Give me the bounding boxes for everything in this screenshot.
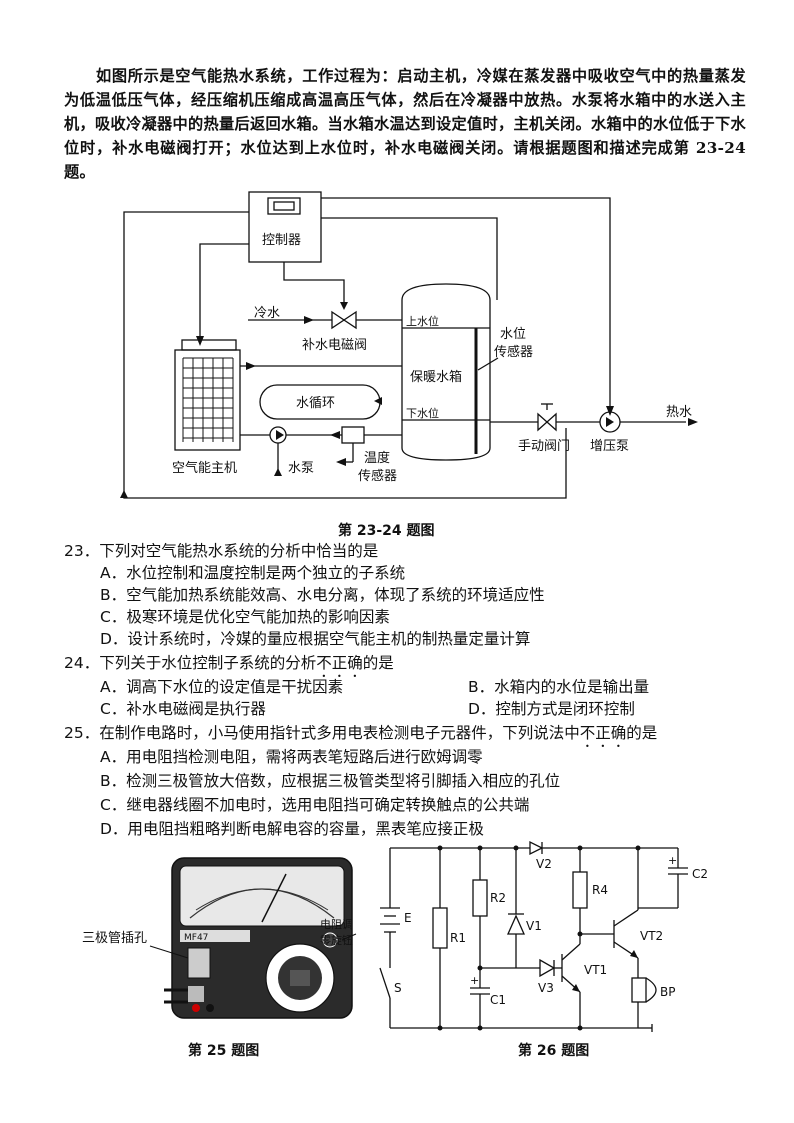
lower-level-label: 下水位 — [406, 406, 439, 420]
zero-adjust-knob — [322, 932, 338, 948]
valve-label: 补水电磁阀 — [302, 338, 367, 353]
label-c2: C2 — [692, 867, 708, 881]
question-24-stem: 24．下列关于水位控制子系统的分析 — [64, 654, 317, 672]
label-c1-plus: + — [470, 974, 479, 987]
manual-valve-label: 手动阀门 — [518, 439, 570, 454]
label-e: E — [404, 911, 412, 925]
question-23-option-b: B．空气能加热系统能效高、水电分离，体现了系统的环境适应性 — [100, 586, 545, 604]
level-sensor-label-2: 传感器 — [494, 344, 533, 360]
label-bp: BP — [660, 985, 675, 999]
question-25-option-d: D．用电阻挡粗略判断电解电容的容量，黑表笔应接正极 — [100, 820, 484, 838]
controller-label: 控制器 — [262, 233, 301, 248]
question-25: 25．在制作电路时，小马使用指针式多用电表检测电子元器件，下列说法中不正确的是 — [64, 722, 764, 751]
zero-knob-label-2: 零旋钮 — [320, 933, 353, 947]
host-unit — [174, 349, 241, 451]
controller-box — [248, 191, 322, 263]
tank-label: 保暖水箱 — [410, 369, 462, 385]
question-24: 24．下列关于水位控制子系统的分析不正确的是 — [64, 652, 764, 681]
label-vt2: VT2 — [640, 929, 663, 943]
cold-water-label: 冷水 — [254, 306, 280, 321]
question-25-stem: 25．在制作电路时，小马使用指针式多用电表检测电子元器件，下列说法中 — [64, 724, 580, 742]
temp-sensor-label-2: 传感器 — [358, 468, 397, 484]
circulation-label: 水循环 — [296, 396, 335, 411]
meter-needle — [261, 873, 287, 923]
question-23-option-c: C．极寒环境是优化空气能加热的影响因素 — [100, 608, 390, 626]
question-23: 23．下列对空气能热水系统的分析中恰当的是 — [64, 540, 764, 562]
intro-paragraph: 如图所示是空气能热水系统，工作过程为：启动主机，冷媒在蒸发器中吸收空气中的热量蒸… — [64, 64, 746, 184]
label-r2: R2 — [490, 891, 506, 905]
question-25-stem-end: 的是 — [626, 724, 658, 742]
upper-level-label: 上水位 — [406, 314, 439, 328]
circuit-diagram: V2 C2 + R2 R4 E R1 V1 VT2 VT1 V3 S BP C1… — [379, 840, 708, 1032]
label-vt1: VT1 — [584, 963, 607, 977]
zero-knob-label-1: 电阻调 — [320, 918, 353, 931]
transistor-socket — [187, 947, 211, 979]
label-c1: C1 — [490, 993, 506, 1007]
question-25-emphasis: 不正确 — [579, 724, 627, 742]
label-v2: V2 — [536, 857, 552, 871]
heat-pump-diagram: 控制器 冷水 补水电磁阀 上水位 下水位 保暖水箱 水位 传感器 水循环 空气能… — [120, 191, 698, 499]
question-24-option-a: A．调高下水位的设定值是干扰因素 — [100, 678, 344, 696]
host-label: 空气能主机 — [172, 460, 237, 476]
question-25-option-a: A．用电阻挡检测电阻，需将两表笔短路后进行欧姆调零 — [100, 748, 483, 766]
label-v3: V3 — [538, 981, 554, 995]
transistor-socket-label: 三极管插孔 — [82, 931, 147, 946]
question-25-option-c: C．继电器线圈不加电时，选用电阻挡可确定转换触点的公共端 — [100, 796, 530, 814]
label-r1: R1 — [450, 931, 466, 945]
figure-26-caption: 第 26 题图 — [518, 1043, 590, 1059]
figure-25-caption: 第 25 题图 — [188, 1043, 260, 1059]
controller-display — [267, 197, 301, 215]
meter-scale — [179, 865, 345, 927]
question-23-option-a: A．水位控制和温度控制是两个独立的子系统 — [100, 564, 406, 582]
question-24-option-b: B．水箱内的水位是输出量 — [468, 678, 650, 696]
label-s: S — [394, 981, 402, 995]
meter-model: MF47 — [184, 933, 208, 943]
question-24-option-d: D．控制方式是闭环控制 — [468, 700, 635, 718]
pump-label: 水泵 — [288, 461, 314, 476]
figure-23-24-caption: 第 23-24 题图 — [338, 523, 435, 539]
level-sensor-label-1: 水位 — [500, 327, 526, 342]
question-24-stem-end: 的是 — [362, 654, 394, 672]
question-23-stem: 23．下列对空气能热水系统的分析中恰当的是 — [64, 542, 379, 560]
label-v1: V1 — [526, 919, 542, 933]
intro-text: 如图所示是空气能热水系统，工作过程为：启动主机，冷媒在蒸发器中吸收空气中的热量蒸… — [64, 67, 746, 181]
question-24-option-c: C．补水电磁阀是执行器 — [100, 700, 266, 718]
label-c2-plus: + — [668, 854, 677, 867]
label-r4: R4 — [592, 883, 608, 897]
temp-sensor-label-1: 温度 — [364, 450, 390, 466]
tank-outline — [401, 283, 491, 461]
booster-label: 增压泵 — [590, 439, 629, 454]
multimeter-figure: MF47 三极管插孔 电阻调 零旋钮 — [82, 857, 357, 1019]
question-23-option-d: D．设计系统时，冷媒的量应根据空气能主机的制热量定量计算 — [100, 630, 531, 648]
hot-water-label: 热水 — [666, 405, 692, 420]
question-24-emphasis: 不正确 — [316, 654, 363, 672]
question-25-option-b: B．检测三极管放大倍数，应根据三极管类型将引脚插入相应的孔位 — [100, 772, 561, 790]
